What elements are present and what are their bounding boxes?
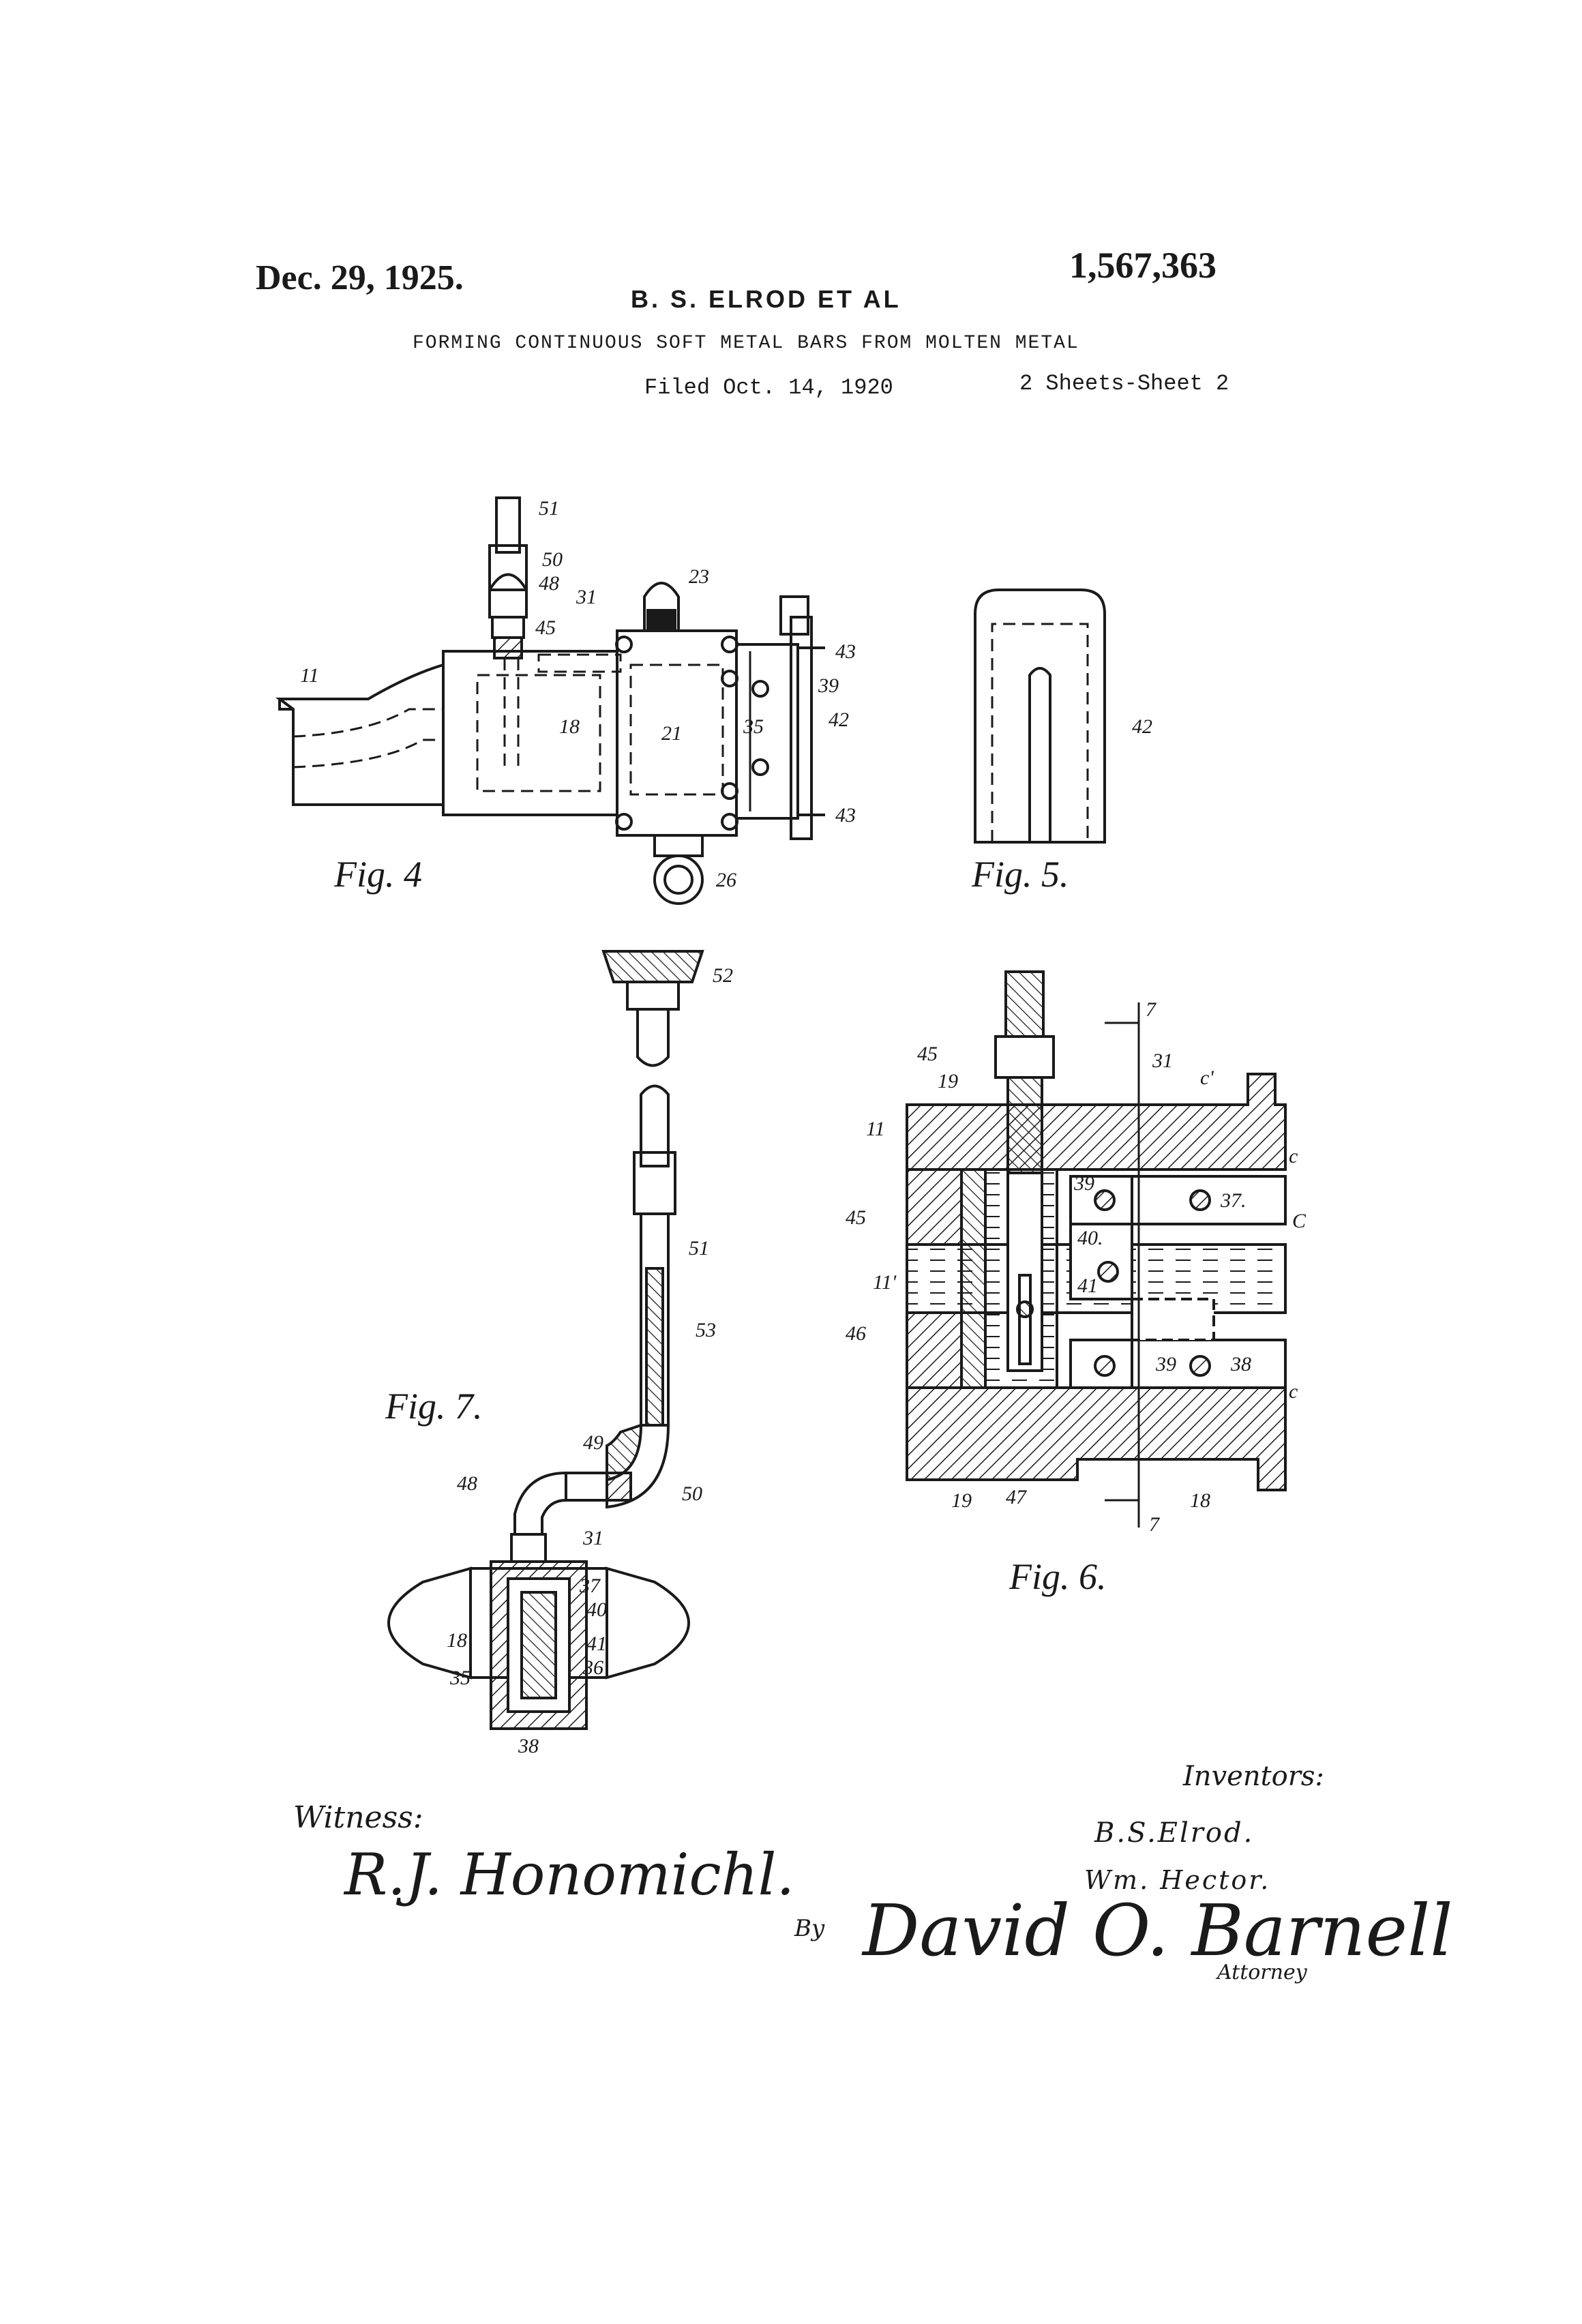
label: 18 — [1190, 1489, 1210, 1512]
inventor-1-name: B.S.Elrod. — [1094, 1817, 1254, 1849]
label: 53 — [696, 1319, 716, 1341]
label: 18 — [559, 715, 580, 738]
label: 36 — [582, 1656, 603, 1679]
inventors-heading: Inventors: — [1183, 1761, 1324, 1792]
attorney-title: Attorney — [1217, 1961, 1307, 1984]
figure-5 — [975, 590, 1105, 842]
label: 21 — [661, 722, 682, 745]
figure-7 — [389, 951, 702, 1729]
label: 52 — [713, 964, 733, 987]
witness-heading: Witness: — [293, 1800, 423, 1835]
label: 45 — [917, 1043, 938, 1065]
label: 37 — [579, 1575, 601, 1597]
label: c — [1289, 1145, 1298, 1167]
label: 41 — [1077, 1275, 1098, 1297]
label: 40. — [1077, 1227, 1103, 1249]
label: 42 — [1132, 715, 1152, 738]
label: 50 — [682, 1483, 702, 1505]
label: 51 — [539, 497, 559, 520]
label: 19 — [951, 1489, 972, 1512]
label: 46 — [846, 1322, 866, 1345]
label: 7 — [1149, 1513, 1161, 1536]
by-label: By — [794, 1915, 824, 1942]
label: 45 — [535, 616, 556, 639]
label: 45 — [846, 1206, 866, 1229]
label: 41 — [586, 1633, 607, 1655]
label: 7 — [1146, 998, 1157, 1021]
label: 47 — [1006, 1486, 1028, 1508]
label: 11' — [873, 1271, 897, 1294]
label: c — [1289, 1380, 1298, 1403]
label: 37. — [1220, 1189, 1247, 1212]
label: 31 — [582, 1527, 603, 1549]
label: 48 — [457, 1472, 477, 1495]
figure-5-labels: 42 Fig. 5. — [971, 715, 1152, 895]
label: 35 — [449, 1667, 471, 1689]
label: 11 — [300, 664, 319, 687]
label: 39 — [818, 674, 839, 697]
label: 31 — [1152, 1049, 1173, 1072]
label: 40 — [586, 1598, 607, 1621]
label: c' — [1200, 1067, 1214, 1089]
figure-7-caption: Fig. 7. — [385, 1386, 483, 1427]
figure-5-caption: Fig. 5. — [971, 854, 1069, 895]
label: 19 — [938, 1070, 958, 1092]
witness-signature: R.J. Honomichl. — [344, 1841, 794, 1908]
label: 39 — [1073, 1172, 1094, 1195]
label: C — [1292, 1210, 1307, 1232]
figure-6 — [907, 972, 1285, 1528]
label: 18 — [447, 1629, 467, 1652]
label: 49 — [583, 1431, 603, 1454]
attorney-signature: David O. Barnell — [863, 1889, 1453, 1972]
label: 43 — [835, 804, 856, 826]
label: 31 — [576, 586, 597, 608]
label: 48 — [539, 572, 559, 595]
label: 50 — [542, 548, 563, 571]
figure-6-caption: Fig. 6. — [1009, 1556, 1107, 1597]
figure-4-labels: 51 50 48 31 45 23 43 11 18 21 35 39 42 4… — [300, 497, 856, 895]
figure-4-caption: Fig. 4 — [333, 854, 422, 895]
label: 51 — [689, 1237, 709, 1260]
label: 26 — [716, 869, 736, 891]
label: 43 — [835, 640, 856, 663]
label: 42 — [829, 709, 849, 731]
label: 39 — [1155, 1353, 1176, 1375]
label: 38 — [518, 1735, 539, 1757]
label: 23 — [689, 565, 709, 588]
label: 35 — [743, 715, 764, 738]
label: 11 — [866, 1118, 885, 1140]
label: 38 — [1230, 1353, 1251, 1375]
